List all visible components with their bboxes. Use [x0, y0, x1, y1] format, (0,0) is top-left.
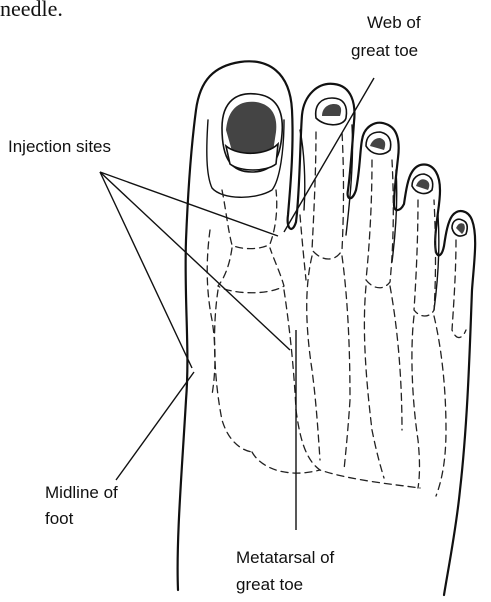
injection-leader-3: [100, 172, 192, 368]
web-of-great-toe-label-line2: great toe: [351, 40, 418, 62]
web-of-great-toe-label-line1: Web of: [367, 12, 421, 34]
injection-leader-2: [100, 172, 290, 350]
metatarsal-label-line2: great toe: [236, 574, 303, 596]
midline-of-foot-label-line2: foot: [45, 508, 73, 530]
interdigital-contours: [207, 215, 306, 395]
great-toe-bones: [215, 190, 296, 452]
injection-sites-label: Injection sites: [8, 136, 111, 158]
midline-of-foot-label-line1: Midline of: [45, 482, 118, 504]
metatarsal-label-line1: Metatarsal of: [236, 547, 334, 569]
caption-fragment: needle.: [0, 0, 63, 20]
lesser-toe-bones: [252, 132, 466, 496]
